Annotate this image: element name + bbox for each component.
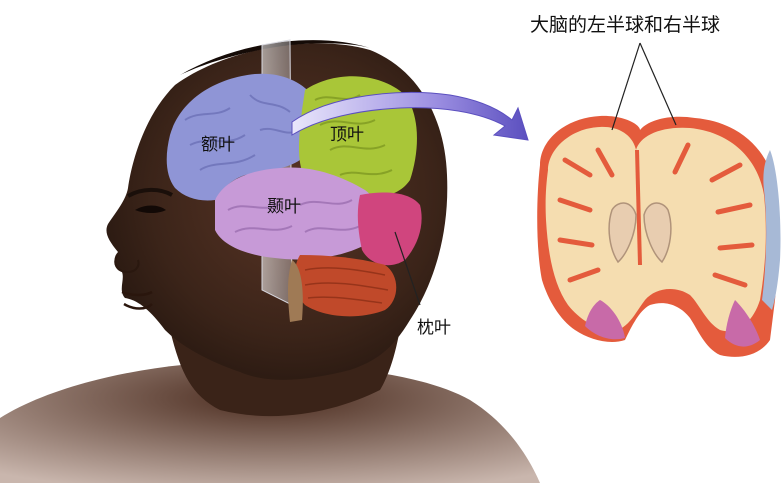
frontal-lobe-label: 额叶 (201, 137, 235, 154)
hemisphere-leader-right (640, 43, 676, 125)
hemisphere-leader-left (612, 43, 640, 130)
occipital-lobe-label: 枕叶 (417, 320, 451, 337)
temporal-lobe-label: 颞叶 (267, 199, 301, 216)
coronal-section (537, 116, 780, 357)
hemispheres-label: 大脑的左半球和右半球 (530, 16, 720, 35)
cerebellum (295, 255, 397, 316)
parietal-lobe-label: 顶叶 (330, 127, 364, 144)
